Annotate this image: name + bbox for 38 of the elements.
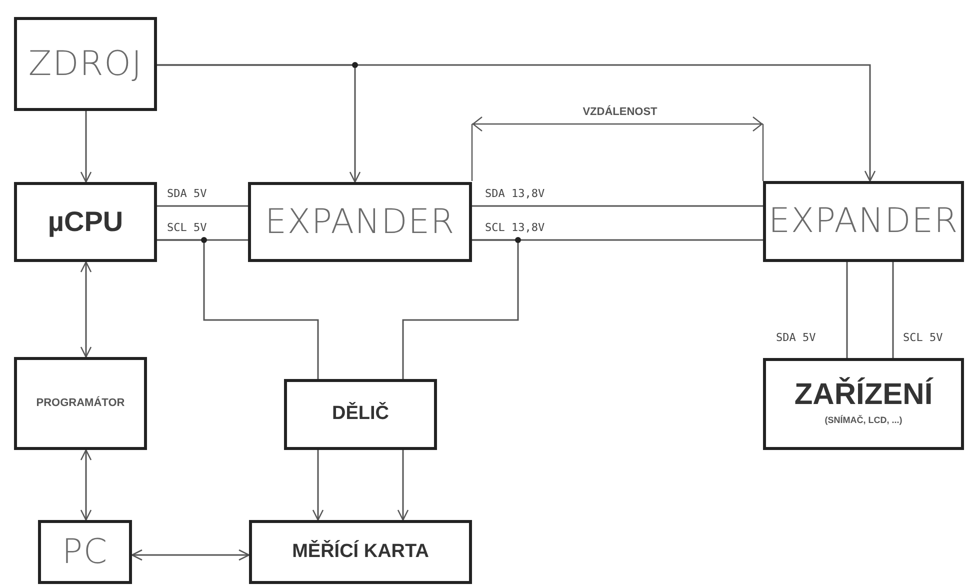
connector-line bbox=[892, 262, 894, 358]
connector-line bbox=[472, 205, 763, 207]
block-title: PC bbox=[62, 530, 108, 574]
block-box bbox=[249, 520, 472, 584]
block-box bbox=[14, 182, 157, 262]
block-title: EXPANDER bbox=[265, 200, 455, 244]
block-subtitle: (SNÍMAČ, LCD, ...) bbox=[824, 414, 902, 428]
edge-label: SCL 13,8V bbox=[484, 222, 546, 233]
connector-line bbox=[157, 239, 319, 379]
block-box bbox=[763, 181, 964, 262]
block-title: ZDROJ bbox=[28, 42, 143, 86]
block-title: MĚŘÍCÍ KARTA bbox=[292, 539, 429, 564]
block-box bbox=[14, 17, 157, 111]
block-box bbox=[38, 520, 132, 584]
block-title: EXPANDER bbox=[768, 200, 958, 243]
edge-label: SDA 5V bbox=[775, 332, 817, 343]
edge-label: SCL 5V bbox=[902, 332, 944, 343]
arrow bbox=[131, 549, 250, 561]
block-box bbox=[284, 379, 437, 450]
block-title: PROGRAMÁTOR bbox=[36, 395, 125, 412]
edge-label: SDA 13,8V bbox=[484, 188, 546, 199]
edge-label: SDA 5V bbox=[166, 188, 208, 199]
connector-line bbox=[402, 239, 519, 379]
arrow bbox=[397, 450, 409, 521]
arrow bbox=[80, 111, 92, 183]
connector-line bbox=[846, 262, 848, 358]
arrow bbox=[80, 261, 92, 358]
edge-label: SCL 5V bbox=[166, 222, 208, 233]
arrow bbox=[80, 449, 92, 521]
arrow bbox=[157, 64, 876, 182]
arrow bbox=[312, 450, 324, 521]
block-box bbox=[14, 357, 147, 450]
block-title: DĚLIČ bbox=[332, 401, 389, 426]
block-title: µCPU bbox=[48, 205, 124, 239]
block-box bbox=[763, 358, 964, 450]
connector-line bbox=[157, 205, 248, 207]
block-box bbox=[248, 182, 472, 262]
dimension-label: VZDÁLENOST bbox=[582, 104, 658, 120]
